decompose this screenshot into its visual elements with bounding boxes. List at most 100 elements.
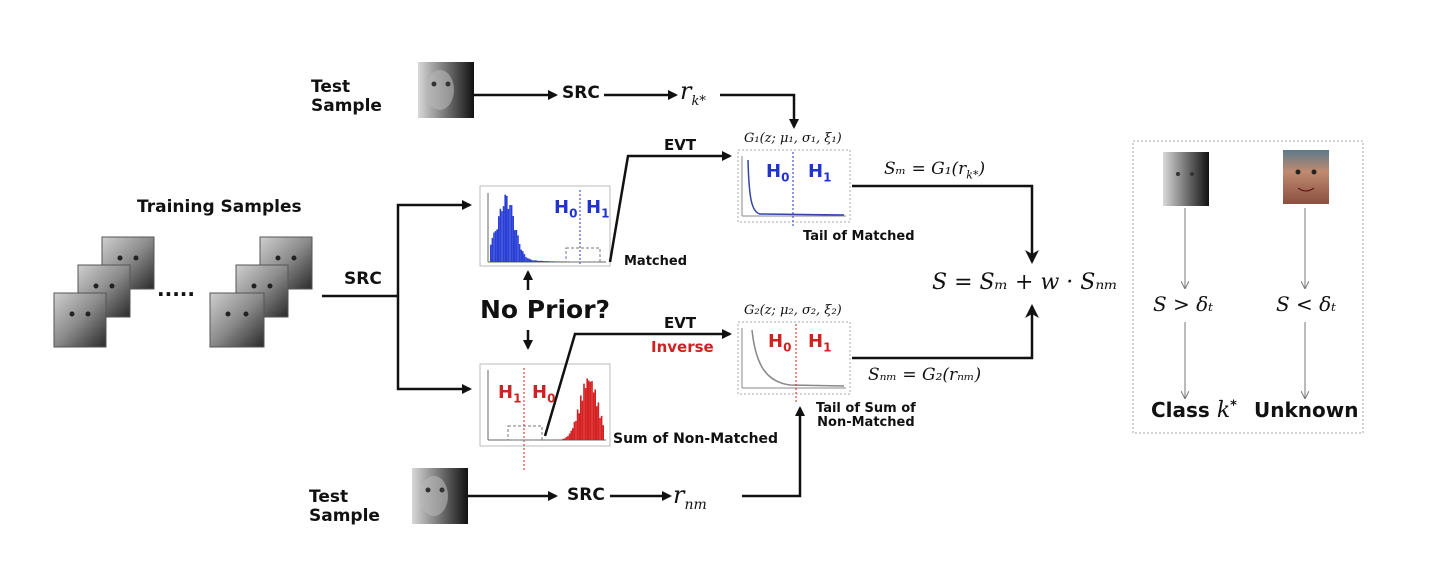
- g1-tail-plot: [737, 149, 851, 228]
- matched-hist-bar: [493, 232, 495, 262]
- non-matched-hist-bar: [592, 392, 595, 440]
- decision-panel: [1132, 140, 1364, 434]
- non-matched-hist-bar: [568, 433, 571, 440]
- test-sample-top-image: [418, 62, 474, 118]
- matched-hist-bar: [541, 260, 543, 262]
- matched-hist-bar: [502, 206, 505, 262]
- flow-arrows: [322, 90, 1039, 501]
- non-matched-hist-bar: [565, 437, 568, 440]
- matched-hist-bar: [544, 261, 546, 262]
- matched-hist-bar: [546, 261, 548, 262]
- unknown-label: Unknown: [1254, 398, 1359, 422]
- matched-hist-bar: [514, 230, 516, 262]
- matched-hist-bar: [491, 237, 494, 262]
- matched-hist-bar: [515, 229, 518, 262]
- tail-matched-label: Tail of Matched: [803, 229, 915, 244]
- non-matched-hist-bar: [580, 395, 582, 440]
- non-matched-hist-bar: [599, 417, 601, 440]
- matched-hist-bar: [520, 249, 522, 262]
- r-top-symbol: rk*: [680, 77, 706, 109]
- matched-hist-bar: [490, 244, 492, 262]
- matched-hist-bar: [506, 195, 508, 262]
- matched-hist-bar: [538, 260, 540, 262]
- matched-label: Matched: [624, 254, 688, 269]
- matched-hist-bar: [510, 205, 513, 262]
- sm-formula: Sₘ = G₁(rk*): [884, 159, 986, 182]
- matched-hist-bar: [522, 251, 524, 262]
- src-training-label: SRC: [344, 269, 382, 289]
- non-matched-hist-bar: [560, 439, 563, 440]
- training-samples-left-stack: [53, 236, 155, 348]
- matched-hist-bar: [531, 260, 534, 262]
- matched-hist-bar: [512, 216, 514, 262]
- evt-top-label: EVT: [664, 136, 697, 154]
- src-bottom-label: SRC: [567, 485, 605, 505]
- matched-hist-bar: [539, 260, 542, 262]
- g1-title: G₁(z; μ₁, σ₁, ξ₁): [744, 131, 842, 146]
- matched-hist-bar: [498, 216, 500, 262]
- non-matched-hist-bar: [575, 420, 577, 440]
- non-matched-hist-bar: [567, 435, 569, 440]
- matched-hist-bar: [554, 261, 556, 262]
- matched-hist-bar: [547, 261, 550, 262]
- matched-hist-bar: [530, 259, 532, 262]
- matched-hist-bar: [550, 261, 553, 262]
- g2-title: G₂(z; μ₂, σ₂, ξ₂): [744, 303, 842, 318]
- non-matched-h0-label: H0: [532, 382, 556, 406]
- matched-hist-bar: [534, 260, 537, 262]
- non-matched-hist-bar: [600, 415, 603, 440]
- non-matched-hist-bar: [581, 400, 584, 440]
- non-matched-hist-bar: [584, 388, 587, 440]
- matched-hist-bar: [542, 261, 545, 262]
- g2-h1-label: H1: [808, 331, 832, 355]
- non-matched-h1-label: H1: [498, 382, 522, 406]
- matched-hist-bar: [525, 257, 527, 262]
- non-matched-hist-bar: [602, 425, 604, 440]
- decision-left: S > δₜ: [1153, 292, 1214, 316]
- matched-hist-bar: [533, 260, 535, 262]
- training-samples-label: Training Samples: [137, 197, 302, 217]
- matched-hist-bar: [518, 244, 521, 262]
- matched-hist-bar: [496, 229, 498, 262]
- src-top-label: SRC: [562, 83, 600, 103]
- matched-h0-label: H0: [554, 197, 578, 221]
- matched-hist-bar: [504, 194, 506, 262]
- matched-hist-bar: [494, 231, 497, 262]
- non-matched-hist-bar: [594, 389, 596, 440]
- matched-hist-bar: [528, 258, 530, 262]
- matched-hist-bar: [549, 261, 551, 262]
- non-matched-hist-bar: [591, 381, 593, 440]
- snm-formula: Sₙₘ = G₂(rₙₘ): [868, 365, 982, 385]
- non-matched-hist-bar: [573, 421, 576, 440]
- non-matched-histogram: [479, 363, 611, 472]
- non-matched-hist-bar: [578, 413, 580, 440]
- inverse-label: Inverse: [651, 338, 714, 356]
- non-matched-hist-bar: [570, 430, 572, 440]
- training-samples-right-stack: [209, 236, 313, 348]
- matched-hist-bar: [552, 261, 554, 262]
- no-prior-label: No Prior?: [480, 295, 611, 324]
- g1-h0-label: H0: [766, 161, 790, 185]
- g2-h0-label: H0: [768, 331, 792, 355]
- sum-non-matched-label: Sum of Non-Matched: [613, 431, 779, 447]
- non-matched-hist-bar: [596, 406, 598, 440]
- matched-hist-bar: [509, 205, 511, 262]
- non-matched-hist-bar: [589, 381, 592, 440]
- non-matched-hist-bar: [597, 402, 600, 440]
- matched-hist-bar: [536, 260, 538, 262]
- decision-right: S < δₜ: [1276, 292, 1337, 316]
- r-bottom-symbol: rnm: [673, 481, 707, 513]
- matched-hist-bar: [507, 208, 510, 262]
- non-matched-hist-bar: [572, 428, 574, 440]
- non-matched-hist-bar: [588, 380, 590, 440]
- non-matched-hist-bar: [564, 438, 566, 440]
- class-k-label: Class k*: [1151, 398, 1237, 423]
- matched-hist-bar: [523, 254, 526, 262]
- matched-histogram: [479, 185, 611, 267]
- ellipsis-dots: .....: [157, 277, 195, 301]
